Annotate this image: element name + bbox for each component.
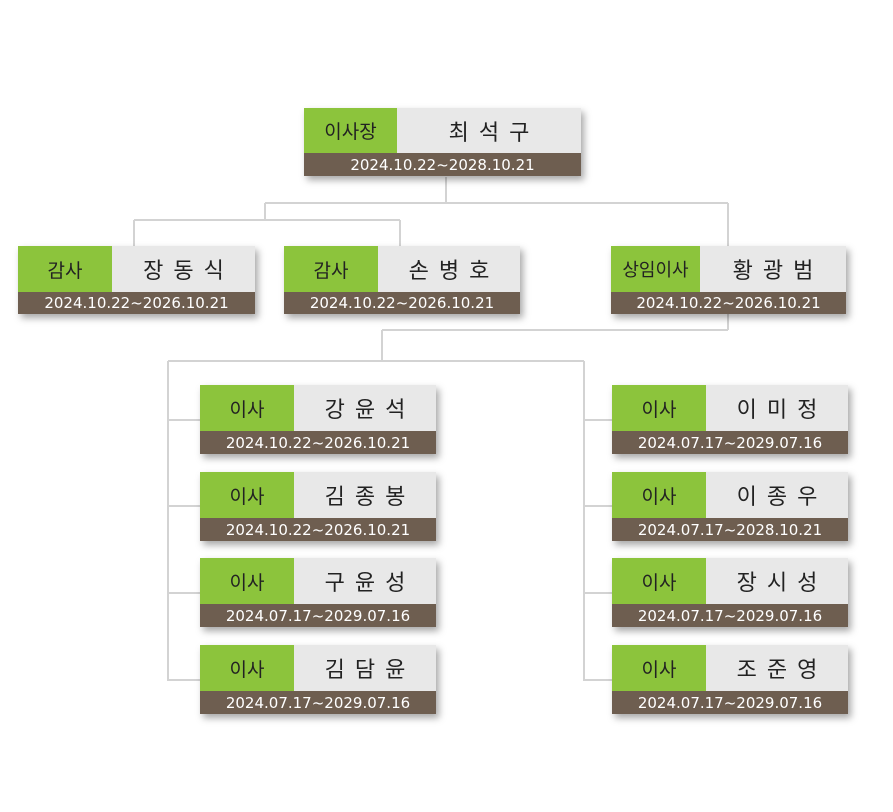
term-period: 2024.07.17~2029.07.16	[612, 431, 848, 454]
chairman-card: 이사장 최석구 2024.10.22~2028.10.21	[304, 108, 581, 176]
director-card: 이사 조준영 2024.07.17~2029.07.16	[612, 645, 848, 714]
role-label: 이사	[200, 558, 294, 604]
person-name: 이미정	[706, 385, 848, 431]
term-period: 2024.07.17~2029.07.16	[612, 604, 848, 627]
director-card: 이사 장시성 2024.07.17~2029.07.16	[612, 558, 848, 627]
term-period: 2024.10.22~2028.10.21	[304, 153, 581, 176]
person-name: 이종우	[706, 472, 848, 518]
role-label: 이사	[612, 472, 706, 518]
director-card: 이사 구윤성 2024.07.17~2029.07.16	[200, 558, 436, 627]
role-label: 이사	[612, 558, 706, 604]
role-label: 이사	[612, 385, 706, 431]
role-label: 이사	[200, 645, 294, 691]
director-card: 이사 이미정 2024.07.17~2029.07.16	[612, 385, 848, 454]
auditor-card: 감사 장동식 2024.10.22~2026.10.21	[18, 246, 255, 314]
person-name: 손병호	[378, 246, 520, 292]
auditor-card: 감사 손병호 2024.10.22~2026.10.21	[284, 246, 520, 314]
person-name: 김담윤	[294, 645, 436, 691]
role-label: 상임이사	[611, 246, 700, 292]
role-label: 이사	[200, 472, 294, 518]
person-name: 김종봉	[294, 472, 436, 518]
person-name: 최석구	[397, 108, 581, 153]
person-name: 조준영	[706, 645, 848, 691]
director-card: 이사 강윤석 2024.10.22~2026.10.21	[200, 385, 436, 454]
term-period: 2024.10.22~2026.10.21	[611, 292, 846, 314]
person-name: 강윤석	[294, 385, 436, 431]
standing-director-card: 상임이사 황광범 2024.10.22~2026.10.21	[611, 246, 846, 314]
term-period: 2024.07.17~2029.07.16	[200, 604, 436, 627]
director-card: 이사 김담윤 2024.07.17~2029.07.16	[200, 645, 436, 714]
role-label: 이사장	[304, 108, 397, 153]
person-name: 황광범	[700, 246, 846, 292]
person-name: 장동식	[112, 246, 255, 292]
term-period: 2024.10.22~2026.10.21	[284, 292, 520, 314]
role-label: 감사	[18, 246, 112, 292]
director-card: 이사 이종우 2024.07.17~2028.10.21	[612, 472, 848, 541]
role-label: 감사	[284, 246, 378, 292]
term-period: 2024.07.17~2029.07.16	[612, 691, 848, 714]
role-label: 이사	[612, 645, 706, 691]
person-name: 장시성	[706, 558, 848, 604]
term-period: 2024.10.22~2026.10.21	[18, 292, 255, 314]
term-period: 2024.07.17~2028.10.21	[612, 518, 848, 541]
term-period: 2024.07.17~2029.07.16	[200, 691, 436, 714]
term-period: 2024.10.22~2026.10.21	[200, 431, 436, 454]
term-period: 2024.10.22~2026.10.21	[200, 518, 436, 541]
person-name: 구윤성	[294, 558, 436, 604]
director-card: 이사 김종봉 2024.10.22~2026.10.21	[200, 472, 436, 541]
role-label: 이사	[200, 385, 294, 431]
